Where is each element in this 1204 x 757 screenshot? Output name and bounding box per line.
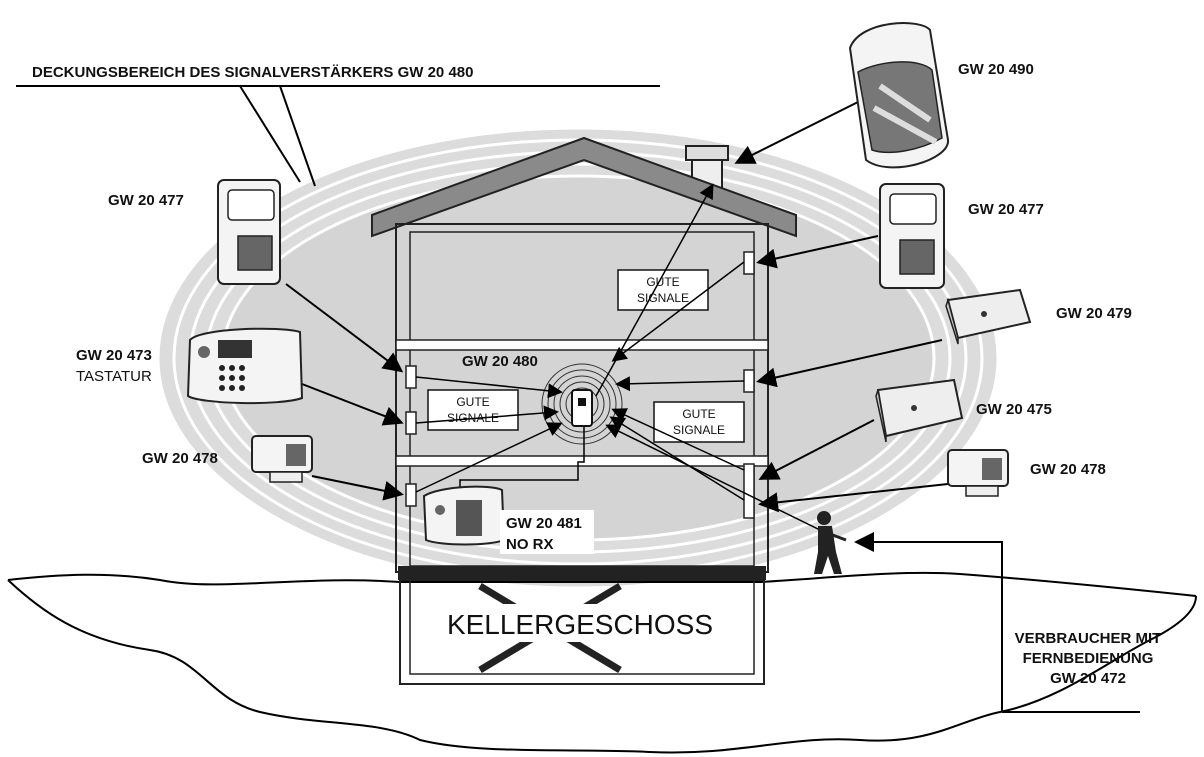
signal-lines — [415, 183, 821, 531]
signal-box-left: GUTE SIGNALE — [427, 389, 519, 431]
box-475-device — [875, 378, 964, 443]
svg-text:SIGNALE: SIGNALE — [673, 423, 725, 437]
contact-right-device — [947, 449, 1009, 497]
box-479-label: GW 20 479 — [1056, 305, 1132, 322]
keypad-label: GW 20 473 — [76, 347, 152, 364]
pir-right-device — [879, 183, 945, 289]
device-arrows — [285, 101, 1140, 713]
contact-right-label: GW 20 478 — [1030, 461, 1106, 478]
contact-left-device — [251, 435, 313, 483]
siren-label: GW 20 490 — [958, 61, 1034, 78]
user-label-line2: FERNBEDIENUNG — [1023, 650, 1154, 667]
pir-right-label: GW 20 477 — [968, 201, 1044, 218]
keypad-desc: TASTATUR — [76, 368, 152, 385]
svg-text:GUTE: GUTE — [646, 275, 679, 289]
panel-label: GW 20 481 — [506, 515, 582, 532]
wall-sensors — [405, 251, 755, 519]
box-475-label: GW 20 475 — [976, 401, 1052, 418]
user-label-line3: GW 20 472 — [1050, 670, 1126, 687]
signal-box-top: GUTE SIGNALE — [617, 269, 709, 311]
pir-left-label: GW 20 477 — [108, 192, 184, 209]
panel-desc: NO RX — [506, 536, 554, 553]
user-label-line1: VERBRAUCHER MIT — [1015, 630, 1162, 647]
box-479-device — [945, 288, 1032, 345]
panel-label-bg — [500, 510, 594, 554]
title-pointer-1 — [239, 85, 301, 183]
repeater — [459, 363, 623, 492]
repeater-label: GW 20 480 — [462, 353, 538, 370]
contact-left-label: GW 20 478 — [142, 450, 218, 467]
title-pointer-2 — [279, 85, 316, 187]
signal-box-right: GUTE SIGNALE — [653, 401, 745, 443]
svg-text:GUTE: GUTE — [682, 407, 715, 421]
keypad-device — [186, 327, 304, 405]
svg-text:GUTE: GUTE — [456, 395, 489, 409]
person-figure — [814, 511, 847, 574]
svg-text:SIGNALE: SIGNALE — [637, 291, 689, 305]
pir-left-device — [217, 179, 281, 285]
panel-device — [422, 485, 506, 546]
siren-device — [848, 22, 950, 169]
coverage-title: DECKUNGSBEREICH DES SIGNALVERSTÄRKERS GW… — [32, 64, 473, 81]
ground-line — [7, 571, 1197, 597]
basement-label: KELLERGESCHOSS — [447, 609, 713, 640]
underground-outline — [7, 579, 1197, 754]
